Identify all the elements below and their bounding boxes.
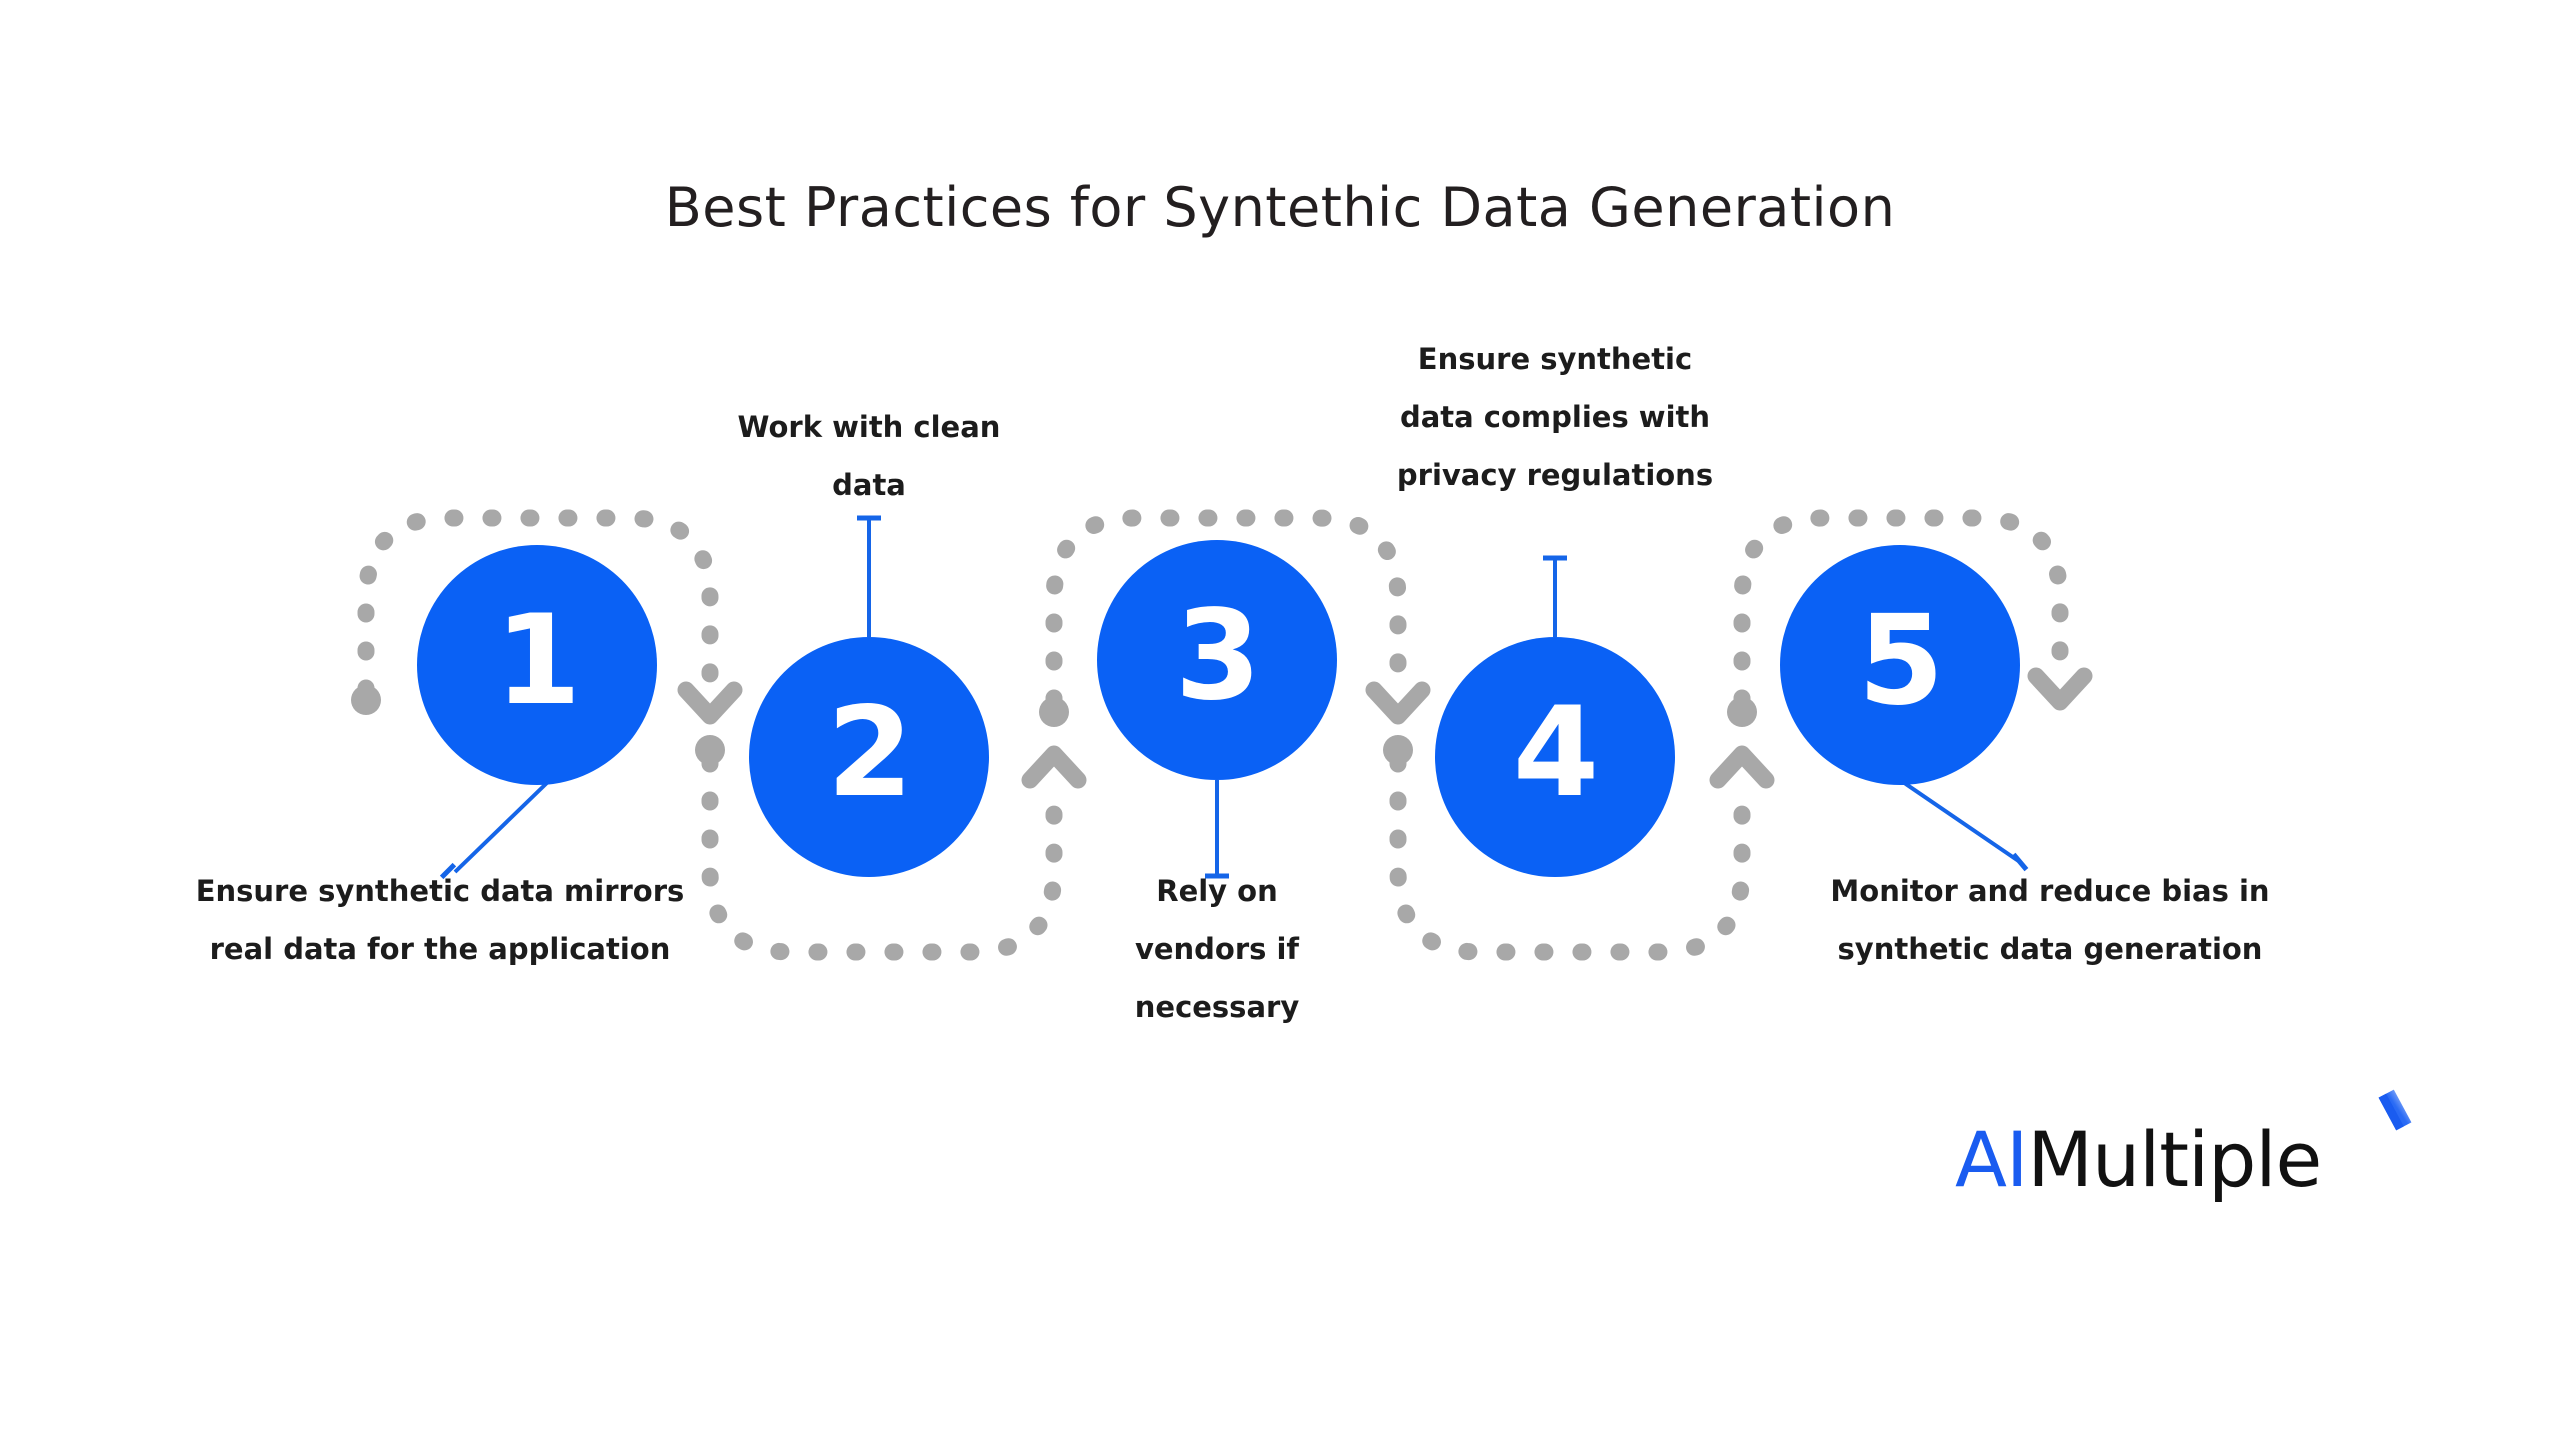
logo-text-ai: AI: [1955, 1115, 2028, 1204]
path-dot-2: [1039, 697, 1069, 727]
chevron-down-icon-3: [2027, 667, 2093, 711]
step-circle-1[interactable]: 1: [417, 545, 657, 785]
step-label-2: Work with clean data: [737, 410, 1001, 502]
step-circle-5[interactable]: 5: [1780, 545, 2020, 785]
leader-line-1: [453, 776, 554, 874]
step-number-5: 5: [1857, 589, 1944, 733]
leader-line-5: [1898, 778, 2022, 864]
chevron-down-icon-2: [1365, 681, 1431, 725]
path-dot-4: [1727, 697, 1757, 727]
step-circle-4[interactable]: 4: [1435, 637, 1675, 877]
step-circle-2[interactable]: 2: [749, 637, 989, 877]
step-number-1: 1: [494, 589, 581, 733]
path-start-dot: [351, 685, 381, 715]
step-number-2: 2: [826, 681, 913, 825]
logo-accent-mark-icon: [2378, 1089, 2412, 1131]
step-label-3: Rely on vendors if necessary: [1134, 874, 1300, 1024]
step-number-4: 4: [1512, 681, 1599, 825]
path-dot-3: [1383, 735, 1413, 765]
aimultiple-logo[interactable]: AI Multiple: [1955, 1089, 2412, 1212]
chevron-down-icon-1: [677, 681, 743, 725]
logo-text-multiple: Multiple: [2027, 1115, 2322, 1204]
chevron-up-icon-2: [1709, 745, 1775, 789]
page-title: Best Practices for Syntethic Data Genera…: [664, 176, 1896, 239]
step-label-4: Ensure synthetic data complies with priv…: [1396, 342, 1714, 492]
step-number-3: 3: [1174, 584, 1261, 728]
path-dot-1: [695, 735, 725, 765]
step-label-1: Ensure synthetic data mirrors real data …: [195, 874, 685, 966]
step-label-5: Monitor and reduce bias in synthetic dat…: [1830, 874, 2270, 966]
chevron-up-icon-1: [1021, 745, 1087, 789]
step-circle-3[interactable]: 3: [1097, 540, 1337, 780]
